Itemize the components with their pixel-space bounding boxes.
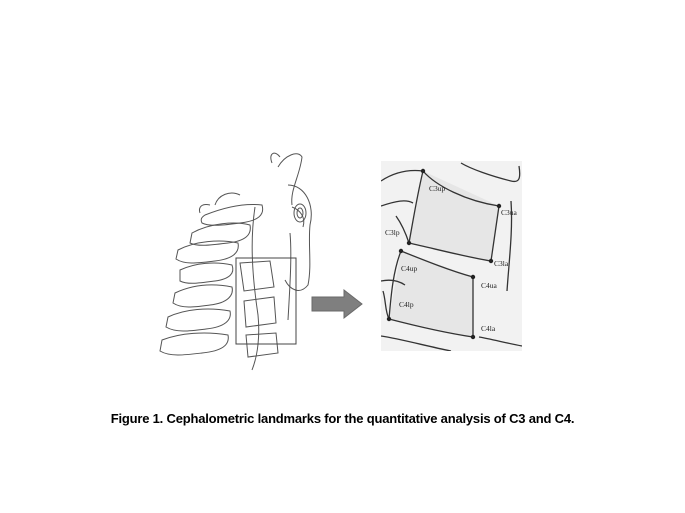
landmark-c4lp-point <box>386 316 392 322</box>
landmark-label-c3ua: C3ua <box>501 208 518 217</box>
landmark-c4up-point <box>398 248 404 254</box>
landmark-label-c3la: C3la <box>494 259 509 268</box>
landmark-label-c4ua: C4ua <box>481 281 498 290</box>
landmark-c3ua-point <box>496 203 502 209</box>
figure-caption: Figure 1. Cephalometric landmarks for th… <box>110 411 575 426</box>
landmark-label-c3lp: C3lp <box>385 228 400 237</box>
landmark-c4ua-point <box>470 274 476 280</box>
arrow-right-icon <box>311 288 363 320</box>
xray-landmark-figure: C3up C3ua C3lp C3la C4up C4ua C4lp C4la <box>381 161 522 351</box>
landmark-c3up-point <box>420 168 426 174</box>
landmark-c3la-point <box>488 258 494 264</box>
landmark-label-c4lp: C4lp <box>399 300 414 309</box>
landmark-label-c4la: C4la <box>481 324 496 333</box>
landmark-c4la-point <box>470 334 476 340</box>
landmark-c3lp-point <box>406 240 412 246</box>
cervical-spine-sketch <box>159 152 312 371</box>
landmark-label-c3up: C3up <box>429 184 446 193</box>
landmark-label-c4up: C4up <box>401 264 418 273</box>
